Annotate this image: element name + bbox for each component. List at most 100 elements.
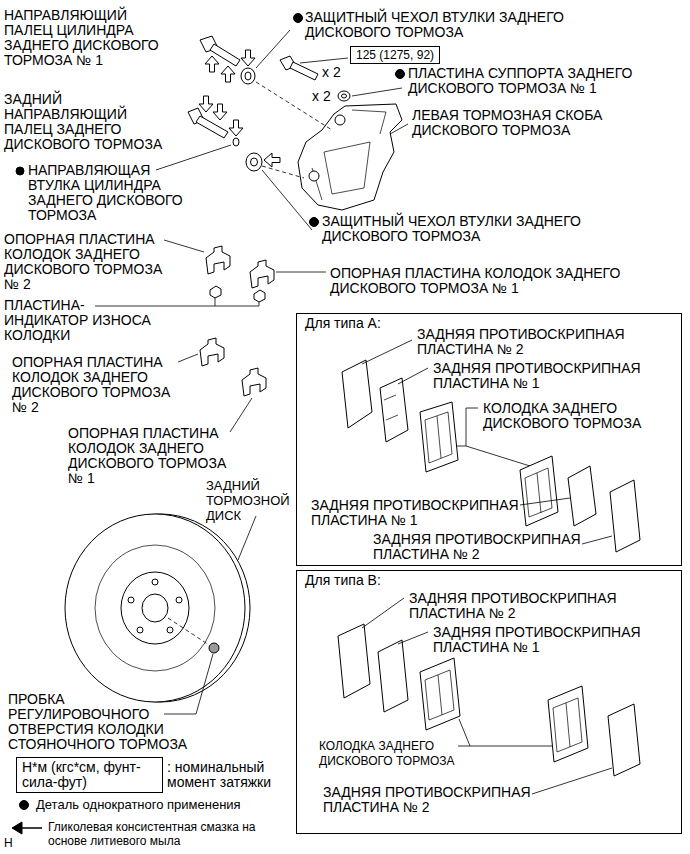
caliper-plate-hole (342, 94, 347, 98)
part-label: ЗАДНЯЯ ПРОТИВОСКРИПНАЯ ПЛАСТИНА № 2 (409, 591, 624, 621)
leader-line (362, 598, 404, 628)
legend-item: Гликолевая консистентная смазка на основ… (48, 820, 258, 848)
part-label: ЗАДНИЙ НАПРАВЛЯЮЩИЙ ПАЛЕЦ ЗАДНЕГО ДИСКОВ… (4, 92, 176, 152)
anti-squeal-shim (378, 640, 408, 712)
caliper-pin-hole (309, 171, 319, 181)
anti-squeal-shim (342, 360, 372, 428)
anti-squeal-shim (338, 624, 370, 698)
grease-arrow (213, 104, 227, 120)
single-use-dot (20, 801, 29, 810)
anti-squeal-shim (608, 704, 640, 776)
bushing-boot (241, 68, 255, 84)
assembly-line (262, 166, 304, 178)
leader-line (520, 498, 570, 505)
part-label: ОПОРНАЯ ПЛАСТИНА КОЛОДОК ЗАДНЕГО ДИСКОВО… (12, 355, 184, 415)
leader-line (398, 368, 428, 384)
anti-squeal-shim (380, 378, 408, 442)
bushing-boot-hole (245, 72, 251, 80)
leader-line (352, 88, 402, 96)
part-label: КОЛОДКА ЗАДНЕГО ДИСКОВОГО ТОРМОЗА (319, 739, 469, 769)
part-label: ОПОРНАЯ ПЛАСТИНА КОЛОДОК ЗАДНЕГО ДИСКОВО… (4, 232, 176, 292)
part-label: ЗАДНЯЯ ПРОТИВОСКРИПНАЯ ПЛАСТИНА № 2 (373, 532, 588, 562)
brake-disc-hub (121, 572, 189, 644)
grease-arrow (221, 66, 235, 82)
legend-text: Гликолевая консистентная смазка на основ… (48, 820, 258, 848)
leader-line (262, 170, 312, 230)
torque-box: 125 (1275, 92) (350, 46, 440, 64)
part-label: КОЛОДКА ЗАДНЕГО ДИСКОВОГО ТОРМОЗА (483, 401, 653, 431)
brake-pad (548, 686, 588, 762)
part-label: ОПОРНАЯ ПЛАСТИНА КОЛОДОК ЗАДНЕГО ДИСКОВО… (330, 266, 650, 296)
brake-pad-lining (425, 412, 452, 463)
part-label: НАПРАВЛЯЮЩАЯ ВТУЛКА ЦИЛИНДРА ЗАДНЕГО ДИС… (28, 163, 198, 223)
variant-panel: Для типа B: ЗАДНЯЯ ПРОТИВОСКРИПНАЯ ПЛАСТИ… (296, 570, 682, 834)
brake-disc-bolt-hole (176, 597, 182, 603)
legend-item: Деталь однократного применения (36, 797, 241, 812)
part-label: x 2 (312, 89, 331, 104)
part-label: ЗАЩИТНЫЙ ЧЕХОЛ ВТУЛКИ ЗАДНЕГО ДИСКОВОГО … (305, 10, 595, 40)
leader-line (398, 632, 428, 644)
part-label: ЗАДНЯЯ ПРОТИВОСКРИПНАЯ ПЛАСТИНА № 2 (417, 327, 632, 357)
brake-disc-bolt-hole (137, 627, 143, 633)
pad-support-plate (242, 368, 266, 396)
leader-line (362, 340, 412, 364)
adjusting-hole-plug (209, 643, 219, 653)
legend-text: : номинальный момент затяжки (167, 760, 277, 790)
brake-disc-bolt-hole (128, 597, 134, 603)
part-label: 125 (1275, 92) (356, 48, 434, 62)
leader-line (458, 719, 552, 746)
leader-line (156, 145, 231, 170)
assembly-line (256, 82, 332, 130)
part-label: ОПОРНАЯ ПЛАСТИНА КОЛОДОК ЗАДНЕГО ДИСКОВО… (68, 426, 240, 486)
brake-disc-hat (95, 545, 215, 671)
brake-disc-bolt-hole (152, 579, 158, 585)
grease-arrow (229, 120, 243, 136)
leader-line (300, 58, 348, 63)
guide-pin-shank (196, 116, 228, 138)
grease-arrow (241, 50, 255, 66)
grease-legend-arrow-head (12, 822, 22, 834)
caliper-pin-hole (335, 115, 345, 125)
brake-pad (420, 658, 460, 730)
leader-line (95, 298, 259, 306)
part-label: ЗАДНЯЯ ПРОТИВОСКРИПНАЯ ПЛАСТИНА № 1 (433, 625, 648, 655)
single-use-dot (16, 167, 24, 175)
panel-heading: Для типа B: (305, 573, 381, 588)
bushing-boot (246, 153, 262, 171)
shim-tab (384, 395, 398, 420)
brake-pad (520, 456, 558, 526)
grease-legend-arrow (20, 827, 42, 829)
part-label: ЗАДНЯЯ ПРОТИВОСКРИПНАЯ ПЛАСТИНА № 2 (323, 785, 538, 815)
torque-box: Н*м (кгс*см, фунт-сила-фут) (16, 757, 163, 793)
leader-line (582, 536, 612, 544)
caliper-body (298, 104, 402, 210)
variant-panel: Для типа A:ЗАДНЯЯ ПРОТИВОСКРИПНАЯ ПЛАСТИ… (296, 313, 682, 566)
pad-support-plate (206, 246, 230, 274)
wear-indicator (210, 286, 221, 298)
part-label: ПЛАСТИНА СУППОРТА ЗАДНЕГО ДИСКОВОГО ТОРМ… (408, 66, 668, 96)
brake-disc-bolt-hole (167, 627, 173, 633)
part-label: ПРОБКА РЕГУЛИРОВОЧНОГО ОТВЕРСТИЯ КОЛОДКИ… (8, 692, 200, 752)
part-label: НАПРАВЛЯЮЩИЙ ПАЛЕЦ ЦИЛИНДРА ЗАДНЕГО ДИСК… (4, 8, 171, 68)
legend-item: : номинальный момент затяжки (167, 760, 277, 790)
brake-pad-lining (553, 698, 582, 752)
part-label: ПЛАСТИНА-ИНДИКАТОР ИЗНОСА КОЛОДКИ (4, 298, 164, 343)
brake-pad-lining (425, 670, 454, 720)
grease-arrow (205, 56, 219, 72)
brake-disc-center-hole (142, 594, 168, 622)
caliper-bolt-shank (290, 62, 318, 80)
part-label: ЛЕВАЯ ТОРМОЗНАЯ СКОБА ДИСКОВОГО ТОРМОЗА (412, 108, 627, 138)
leader-line (532, 768, 612, 794)
pad-support-plate (200, 338, 224, 366)
brake-disc (65, 514, 245, 702)
pad-support-plate (250, 260, 274, 288)
part-label: x 2 (322, 65, 341, 80)
leader-line (390, 124, 408, 134)
bushing-boot-hole (251, 158, 258, 166)
leader-line (178, 354, 198, 362)
leader-line (230, 398, 252, 432)
brake-pad-lining (525, 468, 552, 517)
grease-arrow (199, 96, 213, 112)
single-use-dot (310, 218, 319, 227)
wear-indicator (254, 290, 265, 302)
